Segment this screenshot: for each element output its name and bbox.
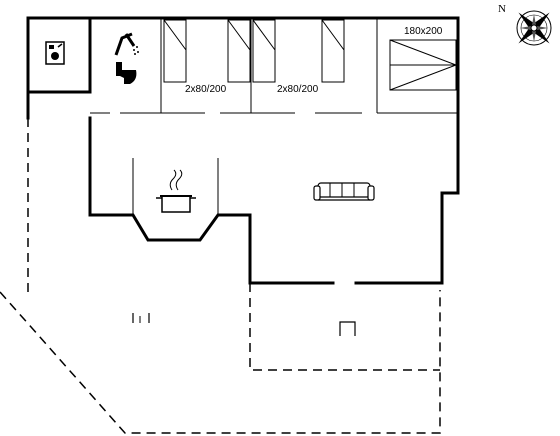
bunk-bed-2 [227, 19, 251, 83]
bunk-room-1 [163, 19, 251, 83]
cooking-pot-icon [156, 169, 196, 213]
bunk-bed-1 [163, 19, 187, 83]
bunk-bed-4 [321, 19, 345, 83]
terrace-chairs-icon [132, 313, 150, 323]
double-bed [389, 39, 458, 91]
outdoor-terrace-outline [0, 118, 441, 434]
bunk-room-1-label: 2x80/200 [185, 84, 227, 95]
shower-icon [114, 32, 139, 56]
interior-walls [90, 18, 458, 215]
compass-rose-icon [516, 10, 552, 46]
toilet-icon [116, 62, 137, 84]
bunk-bed-3 [252, 19, 276, 83]
house-exterior-walls [26, 16, 460, 285]
washing-machine-icon [45, 41, 65, 65]
double-bed-label: 180x200 [404, 26, 443, 37]
sofa-icon [313, 182, 375, 201]
bunk-room-2-label: 2x80/200 [277, 84, 319, 95]
compass-north-label: N [498, 3, 506, 15]
terrace-table-icon [339, 321, 356, 336]
bunk-room-2 [252, 19, 345, 83]
